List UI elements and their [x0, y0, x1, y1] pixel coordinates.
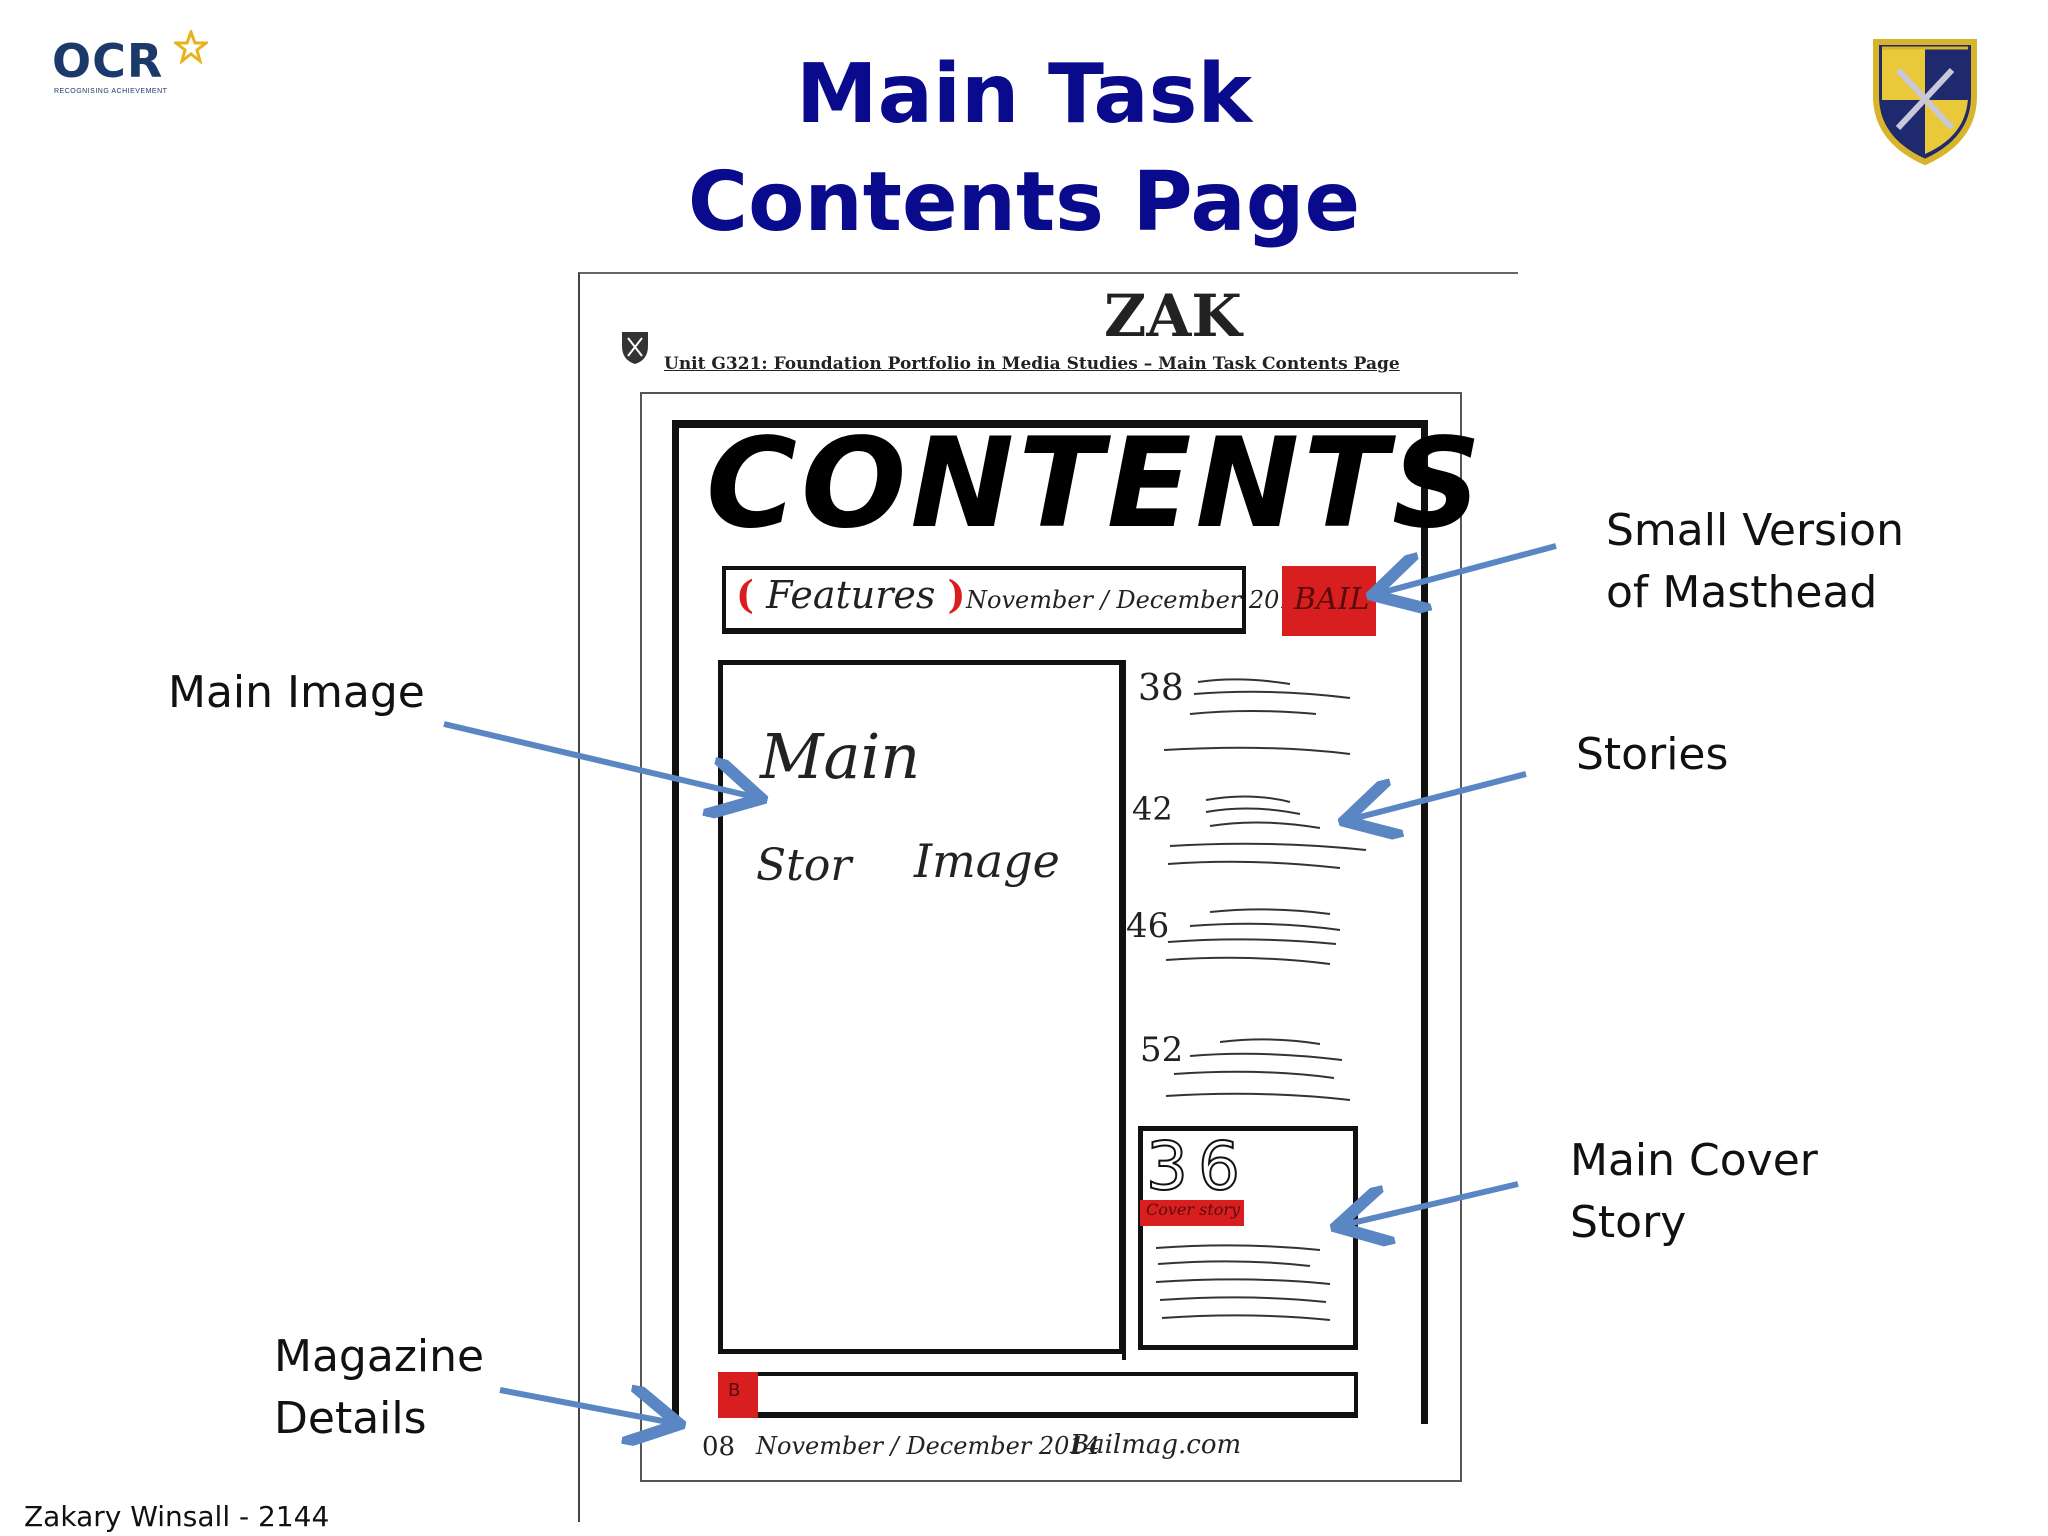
main-image-text-stor: Stor	[756, 840, 852, 891]
cover-story-tag-bg	[1140, 1200, 1244, 1226]
annotation-magazine-details: Magazine Details	[274, 1331, 485, 1444]
magazine-frame	[672, 420, 1428, 1424]
footer-logo-box	[718, 1372, 758, 1418]
star-icon	[174, 30, 208, 64]
story-page-3: 46	[1126, 906, 1170, 946]
annotation-main-image: Main Image	[168, 667, 425, 718]
page-title-line-2: Contents Page	[687, 155, 1361, 250]
school-crest-icon	[1873, 39, 1977, 166]
author-mark: ZAK	[1104, 282, 1242, 350]
story-page-2: 42	[1132, 790, 1173, 828]
features-strip	[722, 566, 1246, 634]
footer-bar	[718, 1372, 1358, 1418]
cover-story-scribble-lines	[1155, 1244, 1331, 1321]
annotation-cover-story: Main Cover Story	[1570, 1135, 1818, 1248]
annotation-masthead: Small Version of Masthead	[1606, 505, 1904, 618]
sketch-sheet	[578, 272, 1518, 1522]
bracket-open: (	[736, 572, 754, 617]
story-page-1: 38	[1138, 668, 1184, 709]
main-image-text-image: Image	[914, 834, 1060, 888]
features-label: ( Features )	[736, 572, 966, 617]
bracket-close: )	[947, 572, 966, 617]
footer-date: November / December 2014	[756, 1432, 1100, 1460]
page-title-line-1: Main Task	[795, 47, 1252, 142]
ocr-tagline: RECOGNISING ACHIEVEMENT	[54, 88, 168, 95]
story-page-4: 52	[1140, 1030, 1184, 1070]
cover-story-number: 36	[1145, 1127, 1250, 1206]
features-text: Features	[766, 573, 936, 617]
issue-date: November / December 2014	[966, 586, 1310, 614]
masthead-box	[1282, 566, 1376, 636]
sheet-crest-icon	[622, 332, 648, 364]
footer-logo-mark: B	[728, 1380, 741, 1401]
footer-credit: Zakary Winsall - 2144	[24, 1500, 330, 1533]
page-frame	[640, 392, 1462, 1482]
masthead-text: BAIL	[1294, 582, 1370, 617]
main-image-box	[718, 660, 1124, 1354]
annotation-stories: Stories	[1576, 729, 1729, 780]
column-divider	[1122, 660, 1126, 1360]
main-image-text-main: Main	[760, 720, 921, 793]
footer-page-number: 08	[702, 1432, 736, 1462]
ocr-logo: OCR RECOGNISING ACHIEVEMENT	[52, 30, 212, 100]
unit-heading: Unit G321: Foundation Portfolio in Media…	[664, 354, 1400, 374]
story-scribble-lines	[1163, 678, 1367, 1101]
ocr-logo-text: OCR	[52, 34, 164, 88]
contents-title: CONTENTS	[706, 412, 1486, 556]
cover-story-tag: Cover story	[1146, 1200, 1241, 1219]
footer-website: Bailmag.com	[1070, 1430, 1242, 1460]
